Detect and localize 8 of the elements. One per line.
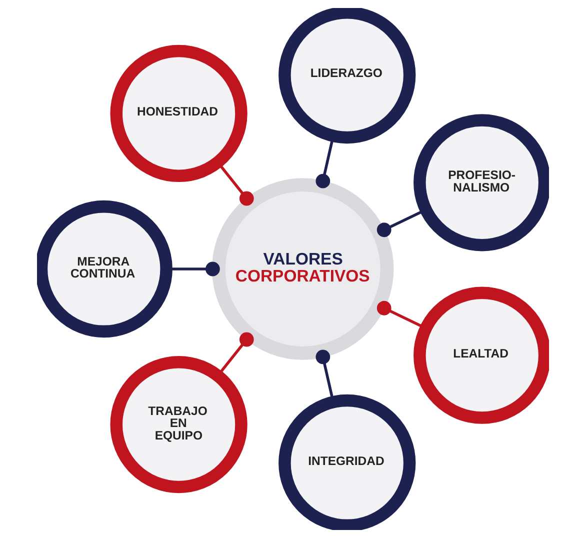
node-circle: PROFESIO- NALISMO xyxy=(413,114,548,252)
node-circle: INTEGRIDAD xyxy=(278,394,416,530)
node-circle: MEJORA CONTINUA xyxy=(36,200,172,338)
node-circle: LEALTAD xyxy=(413,286,548,424)
node-circle: LIDERAZGO xyxy=(278,8,416,144)
node-circle: TRABAJO EN EQUIPO xyxy=(110,356,247,494)
node-circle: VALORES CORPORATIVOS xyxy=(212,178,394,360)
node-circle: HONESTIDAD xyxy=(110,44,247,182)
